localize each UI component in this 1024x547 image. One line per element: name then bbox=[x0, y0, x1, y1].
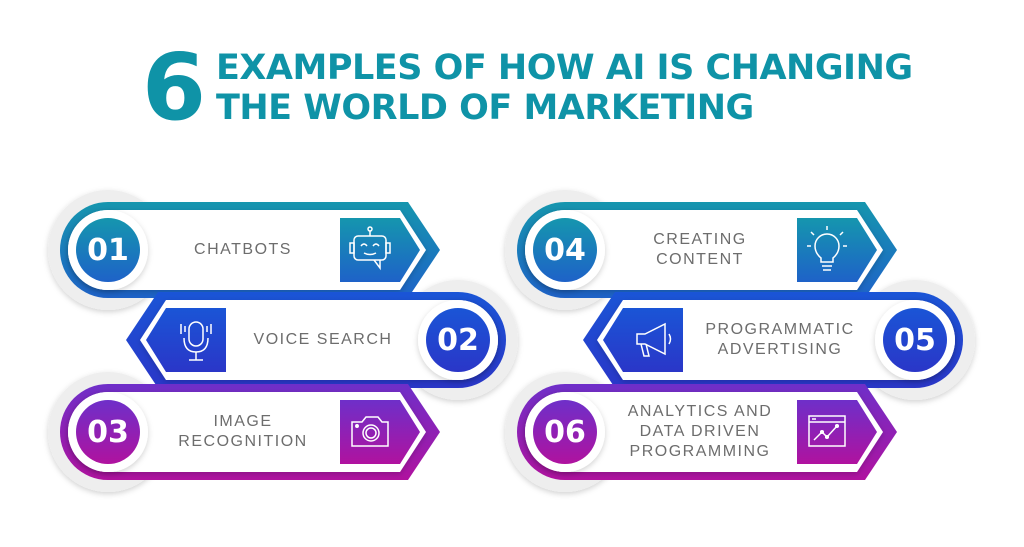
number-circle bbox=[533, 218, 597, 282]
title-line-2: THE WORLD OF MARKETING bbox=[216, 88, 754, 128]
number-circle bbox=[76, 400, 140, 464]
label-line: CONTENT bbox=[656, 251, 744, 268]
card-number: 05 bbox=[894, 322, 936, 358]
example-card-image-recognition: 03 IMAGE RECOGNITION bbox=[48, 372, 440, 492]
label-line: PROGRAMMATIC bbox=[705, 321, 855, 338]
white-pill bbox=[68, 210, 426, 290]
label-line: ANALYTICS AND bbox=[627, 403, 773, 420]
white-pill bbox=[525, 210, 883, 290]
card-label: CREATING CONTENT bbox=[605, 202, 795, 298]
card-number: 01 bbox=[87, 232, 129, 268]
label-line: DATA DRIVEN bbox=[639, 423, 761, 440]
card-number: 04 bbox=[544, 232, 586, 268]
label-line: IMAGE bbox=[213, 413, 273, 430]
card-shape bbox=[48, 190, 440, 310]
title-line-1: EXAMPLES OF HOW AI IS CHANGING bbox=[216, 48, 913, 88]
card-number: 03 bbox=[87, 414, 129, 450]
card-label: IMAGE RECOGNITION bbox=[148, 384, 338, 480]
analytics-chart-icon bbox=[808, 415, 846, 447]
example-card-creating-content: 04 CREATING CONTENT bbox=[505, 190, 897, 310]
megaphone-icon bbox=[636, 322, 672, 357]
number-circle bbox=[76, 218, 140, 282]
lightbulb-icon bbox=[807, 226, 847, 271]
number-circle bbox=[426, 308, 490, 372]
card-label: ANALYTICS AND DATA DRIVEN PROGRAMMING bbox=[605, 384, 795, 480]
card-number: 02 bbox=[437, 322, 479, 358]
card-shape bbox=[505, 372, 897, 492]
card-label: PROGRAMMATIC ADVERTISING bbox=[685, 292, 875, 388]
card-label: CHATBOTS bbox=[148, 202, 338, 298]
white-pill bbox=[525, 392, 883, 472]
label-line: ADVERTISING bbox=[717, 341, 843, 358]
card-label: VOICE SEARCH bbox=[228, 292, 418, 388]
label-line: PROGRAMMING bbox=[629, 443, 771, 460]
icon-box bbox=[340, 400, 420, 464]
icon-box bbox=[603, 308, 683, 372]
card-shape bbox=[126, 280, 518, 400]
icon-box bbox=[340, 218, 420, 282]
icon-box bbox=[146, 308, 226, 372]
label-line: CHATBOTS bbox=[194, 241, 292, 258]
example-card-programmatic-advertising: 05 PROGRAMMATIC ADVERTISING bbox=[583, 280, 975, 400]
robot-chat-icon bbox=[349, 226, 391, 271]
card-shape bbox=[505, 190, 897, 310]
number-circle bbox=[883, 308, 947, 372]
number-circle bbox=[533, 400, 597, 464]
example-card-analytics: 06 ANALYTICS AND DATA DRIVEN PROGRAMMING bbox=[505, 372, 897, 492]
camera-icon bbox=[351, 416, 389, 447]
example-card-voice-search: 02 VOICE SEARCH bbox=[126, 280, 518, 400]
label-line: CREATING bbox=[653, 231, 747, 248]
title-number: 6 bbox=[142, 34, 207, 141]
white-pill bbox=[140, 300, 498, 380]
white-pill bbox=[597, 300, 955, 380]
label-line: RECOGNITION bbox=[178, 433, 308, 450]
card-shape bbox=[583, 280, 975, 400]
card-number: 06 bbox=[544, 414, 586, 450]
white-pill bbox=[68, 392, 426, 472]
card-shape bbox=[48, 372, 440, 492]
example-card-chatbots: 01 CHATBOTS bbox=[48, 190, 440, 310]
microphone-icon bbox=[180, 321, 212, 361]
label-line: VOICE SEARCH bbox=[253, 331, 393, 348]
page-title: 6 EXAMPLES OF HOW AI IS CHANGING THE WOR… bbox=[142, 42, 913, 134]
icon-box bbox=[797, 218, 877, 282]
